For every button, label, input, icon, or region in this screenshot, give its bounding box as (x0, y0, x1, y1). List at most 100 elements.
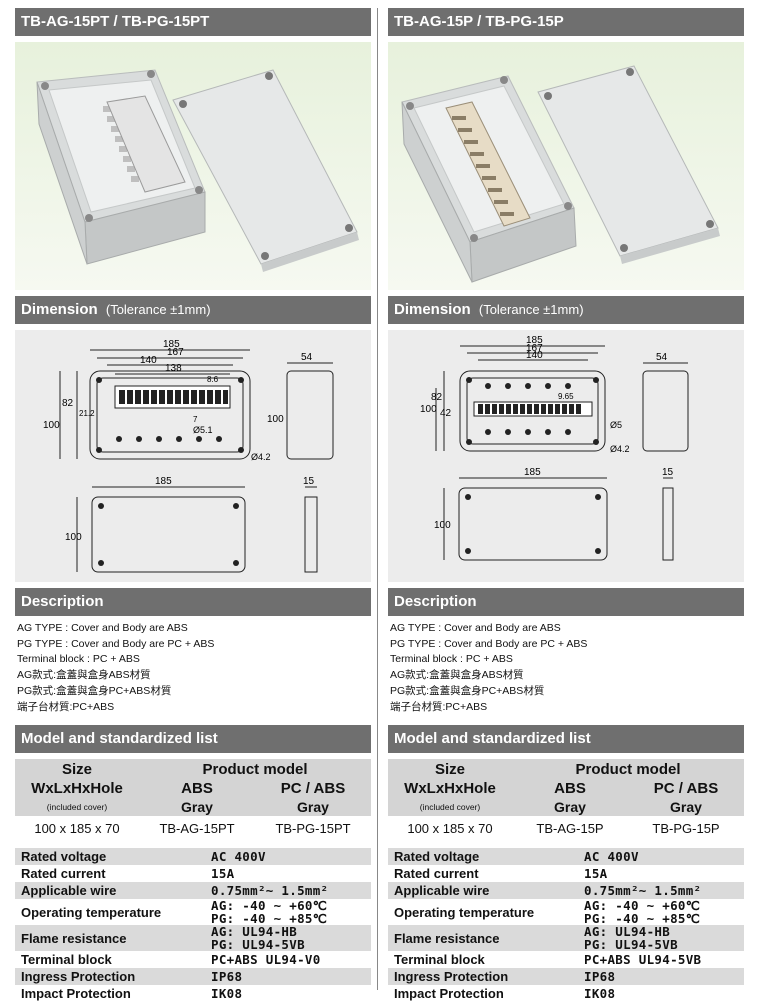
spec-value: 0.75mm²~ 1.5mm² (205, 882, 371, 899)
dim-140: 140 (140, 355, 157, 366)
spec-label: Terminal block (394, 952, 485, 967)
description-line: PG款式:盒蓋與盒身PC+ABS材質 (17, 684, 172, 697)
pcabs-label: PC / ABS (653, 780, 719, 797)
cover-lid (537, 65, 720, 264)
dim-185: 185 (163, 339, 180, 350)
spec-value: IK08 (211, 986, 243, 1001)
dim-100-cover: 100 (65, 532, 82, 543)
dimension-drawing-svg: 185 167 140 138 8.6 82 21.2 100 7 Ø5.1 Ø… (43, 339, 334, 573)
dim-212: 21.2 (79, 409, 95, 418)
description-line: 端子台材質:PC+ABS (390, 700, 488, 713)
gray-label-abs: Gray (554, 799, 586, 815)
dim-185-cover: 185 (524, 467, 541, 478)
spec-label: Ingress Protection (15, 968, 205, 985)
dim-185: 185 (526, 335, 543, 346)
open-box-body (401, 75, 577, 283)
dim-140: 140 (526, 350, 543, 361)
cover-lid (172, 69, 359, 272)
dim-82: 82 (62, 398, 74, 409)
spec-label: Ingress Protection (388, 968, 578, 985)
product-photo (15, 42, 371, 290)
size-label: Size (61, 760, 92, 778)
dim-138: 138 (165, 363, 182, 374)
spec-label: Impact Protection (394, 986, 504, 1001)
description-line: AG款式:盒蓋與盒身ABS材質 (390, 669, 524, 682)
dimension-tolerance: (Tolerance ±1mm) (105, 302, 211, 317)
spec-value-line: AG: -40 ~ +60℃ (211, 898, 328, 913)
description-header: Description (15, 588, 371, 616)
dim-82: 82 (431, 392, 443, 403)
dim-15: 15 (662, 467, 674, 478)
spec-value-line: AG: UL94-HB (211, 924, 298, 939)
dim-42: Ø4.2 (251, 452, 271, 462)
size-value: 100 x 185 x 70 (34, 820, 120, 836)
dim-54: 54 (656, 352, 668, 363)
product-model-label: Product model (202, 760, 308, 778)
pg-model-number: TB-PG-15PT (275, 820, 351, 836)
dim-42-hole: Ø4.2 (610, 444, 630, 454)
product-model-label: Product model (575, 760, 681, 778)
spec-value: 15A (584, 866, 608, 881)
dim-15: 15 (303, 476, 315, 487)
spec-label: Rated current (21, 866, 106, 881)
description-header: Description (388, 588, 744, 616)
description-line: PG款式:盒蓋與盒身PC+ABS材質 (390, 684, 545, 697)
spec-value-line: PG: UL94-5VB (584, 937, 678, 952)
spec-value: PC+ABS UL94-5VB (584, 952, 702, 967)
spec-value: 0.75mm²~ 1.5mm² (578, 882, 744, 899)
description-line: AG款式:盒蓋與盒身ABS材質 (17, 669, 151, 682)
dim-167: 167 (526, 343, 543, 354)
abs-label: ABS (554, 780, 586, 797)
dimension-title: Dimension (21, 301, 98, 318)
spec-value-line: AG: -40 ~ +60℃ (584, 898, 701, 913)
ag-model-number: TB-AG-15PT (159, 820, 235, 836)
spec-value-line: PG: UL94-5VB (211, 937, 305, 952)
spec-value: IK08 (584, 986, 616, 1001)
dim-7: 7 (193, 415, 198, 424)
column-divider (377, 8, 378, 990)
dimension-drawing-svg: 185 167 140 9.65 82 42 100 Ø5 Ø4.2 54 18… (420, 335, 689, 561)
spec-value: AC 400V (578, 848, 744, 865)
description-line: Terminal block : PC + ABS (17, 653, 140, 666)
gray-label-abs: Gray (181, 799, 213, 815)
spec-value: PC+ABS UL94-V0 (211, 952, 321, 967)
gray-label-pcabs: Gray (297, 799, 329, 815)
dim-5: Ø5 (610, 420, 622, 430)
dim-100: 100 (420, 404, 437, 415)
description-line: PG TYPE : Cover and Body are PC + ABS (17, 637, 215, 650)
spec-label: Rated current (394, 866, 479, 881)
spec-value-line: AG: UL94-HB (584, 924, 671, 939)
spec-label: Operating temperature (394, 904, 535, 920)
spec-label: Impact Protection (21, 986, 131, 1001)
size-label: Size (434, 760, 465, 778)
description-line: 端子台材質:PC+ABS (17, 700, 115, 713)
description-line: Terminal block : PC + ABS (390, 653, 513, 666)
spec-label: Rated voltage (15, 848, 205, 865)
gray-label-pcabs: Gray (670, 799, 702, 815)
dimension-tolerance: (Tolerance ±1mm) (478, 302, 584, 317)
size-note: (included cover) (419, 802, 481, 812)
model-list-header: Model and standardized list (15, 725, 371, 753)
pg-model-number: TB-PG-15P (652, 820, 720, 836)
product-column-right: TB-AG-15P / TB-PG-15P (388, 8, 744, 1002)
open-box-body (36, 69, 206, 265)
description-line: AG TYPE : Cover and Body are ABS (390, 622, 561, 634)
model-table: Size Product model WxLxHxHole ABS PC / A… (15, 759, 371, 840)
dim-100-side: 100 (267, 414, 284, 425)
spec-label: Applicable wire (388, 882, 578, 899)
product-title: TB-AG-15PT / TB-PG-15PT (15, 8, 371, 36)
product-photo (388, 42, 744, 290)
enclosure-photo-illustration (401, 65, 720, 283)
spec-label: Rated voltage (388, 848, 578, 865)
abs-label: ABS (181, 780, 213, 797)
description-line: PG TYPE : Cover and Body are PC + ABS (390, 637, 588, 650)
size-value: 100 x 185 x 70 (407, 820, 493, 836)
dim-185-cover: 185 (155, 476, 172, 487)
spec-value-line: PG: -40 ~ +85℃ (211, 911, 328, 926)
dimension-drawing: 185 167 140 9.65 82 42 100 Ø5 Ø4.2 54 18… (388, 330, 744, 582)
enclosure-photo-illustration (36, 69, 359, 272)
